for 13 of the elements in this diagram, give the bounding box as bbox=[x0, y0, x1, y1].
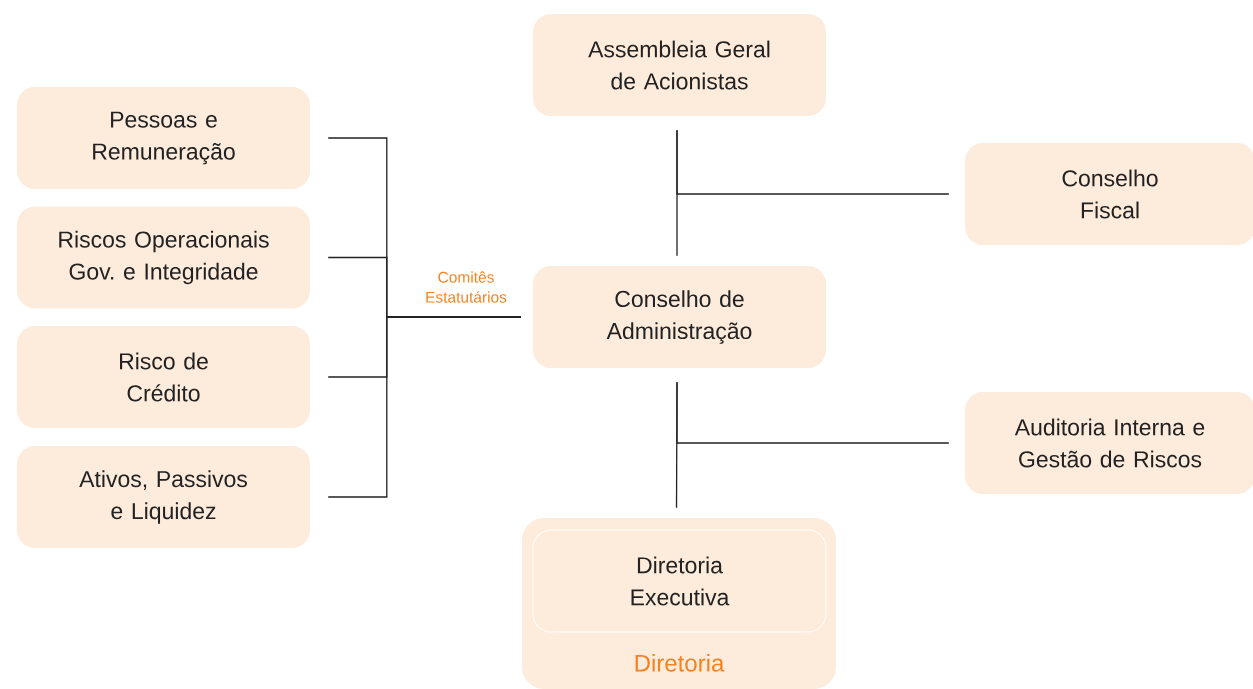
org-box: Pessoas e Remuneração bbox=[17, 87, 310, 189]
org-box: Risco de Crédito bbox=[17, 326, 310, 428]
org-box: Conselho de Administração bbox=[533, 266, 826, 368]
connector-line bbox=[676, 381, 950, 444]
org-box: Auditoria Interna e Gestão de Riscos bbox=[965, 392, 1253, 494]
group-label: Comitês Estatutários bbox=[426, 271, 507, 303]
org-box: Assembleia Geral de Acionistas bbox=[533, 14, 826, 116]
org-box: Riscos Operacionais Gov. e Integridade bbox=[17, 206, 310, 309]
org-box: Ativos, Passivos e Liquidez bbox=[17, 446, 310, 548]
connector-line bbox=[327, 316, 522, 498]
connector-line bbox=[676, 129, 950, 195]
org-box: Diretoria Executiva bbox=[532, 529, 827, 633]
org-box: Conselho Fiscal bbox=[965, 143, 1253, 245]
